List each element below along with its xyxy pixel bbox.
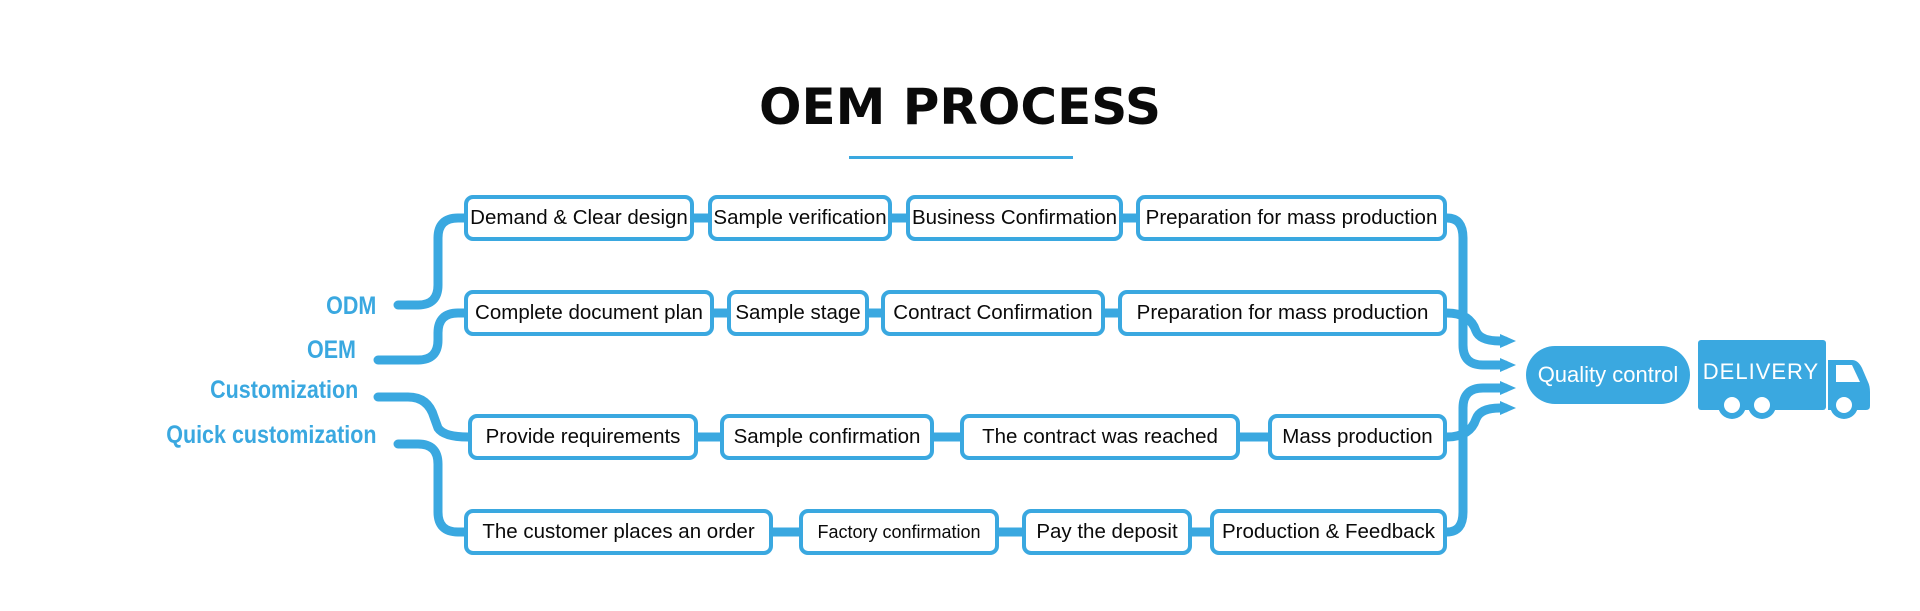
label-odm: ODM <box>325 292 376 320</box>
label-oem: OEM <box>307 336 356 364</box>
delivery-truck-icon <box>1698 340 1870 419</box>
arrow-right-icon <box>1500 334 1516 415</box>
step-customization-2: Sample confirmation <box>720 414 934 460</box>
step-oem-3: Contract Confirmation <box>881 290 1105 336</box>
title-underline <box>849 156 1073 159</box>
connector-customization <box>373 392 473 442</box>
connector-oem <box>373 308 473 365</box>
label-customization: Customization <box>209 376 358 404</box>
label-quick-customization: Quick customization <box>165 421 376 449</box>
delivery-label: DELIVERY <box>1702 359 1820 384</box>
step-customization-1: Provide requirements <box>468 414 698 460</box>
quality-control-badge: Quality control <box>1526 346 1690 404</box>
step-oem-4: Preparation for mass production <box>1118 290 1447 336</box>
step-odm-1: Demand & Clear design <box>464 195 694 241</box>
step-odm-3: Business Confirmation <box>906 195 1123 241</box>
connector-right-odm <box>1442 213 1510 370</box>
step-odm-2: Sample verification <box>708 195 892 241</box>
step-quick-3: Pay the deposit <box>1022 509 1192 555</box>
connector-quick-customization <box>393 439 473 537</box>
step-oem-2: Sample stage <box>727 290 869 336</box>
step-quick-4: Production & Feedback <box>1210 509 1447 555</box>
step-quick-2: Factory confirmation <box>799 509 999 555</box>
step-oem-1: Complete document plan <box>464 290 714 336</box>
connector-right-oem <box>1442 308 1510 346</box>
connector-odm <box>393 213 473 310</box>
step-customization-4: Mass production <box>1268 414 1447 460</box>
step-quick-1: The customer places an order <box>464 509 773 555</box>
step-customization-3: The contract was reached <box>960 414 1240 460</box>
step-odm-4: Preparation for mass production <box>1136 195 1447 241</box>
connector-right-customization <box>1442 403 1510 442</box>
connector-right-quick <box>1442 383 1510 537</box>
page-title: OEM PROCESS <box>758 78 1162 136</box>
